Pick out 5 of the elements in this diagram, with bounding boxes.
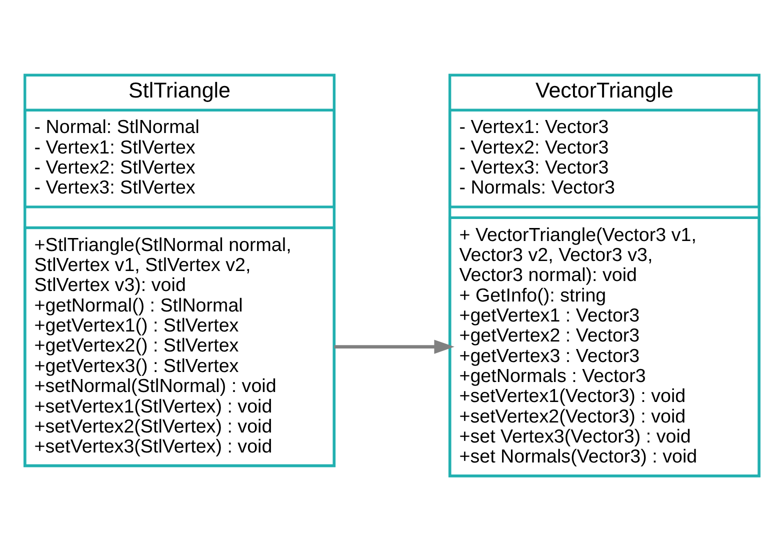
node-box: - Vertex1: Vector3 - Vertex2: Vector3 - Vertex3: Vector3 - Normals: Vector3 [448, 108, 760, 208]
node-box: - Normal: StlNormal - Vertex1: StlVertex - Vertex2: StlVertex - Vertex3: StlVertex [24, 108, 336, 208]
arrow [334, 339, 454, 354]
node-box: + VectorTriangle(Vector3 v1, Vector3 v2, Vector3 v3, Vector3 normal): void + GetInfo(): string +getVertex1 : Vector3 +getVertex2 : Vector3 +getVertex3 : Vector3 +getNormals : Vector3 +setVertex1(Vector3) : void +setVertex2(Vector3) : void +set Vertex3(Vector3) : void +set Normals(Vector3) : void [448, 216, 760, 477]
node-box: +StlTriangle(StlNormal normal, StlVertex v1, StlVertex v2, StlVertex v3): void +getNormal() : StlNormal +getVertex1() : StlVertex +getVertex2() : StlVertex +getVertex3() : StlVertex +setNormal(StlNormal) : void +setVertex1(StlVertex) : void +setVertex2(StlVertex) : void +setVertex3(StlVertex) : void [24, 226, 336, 467]
